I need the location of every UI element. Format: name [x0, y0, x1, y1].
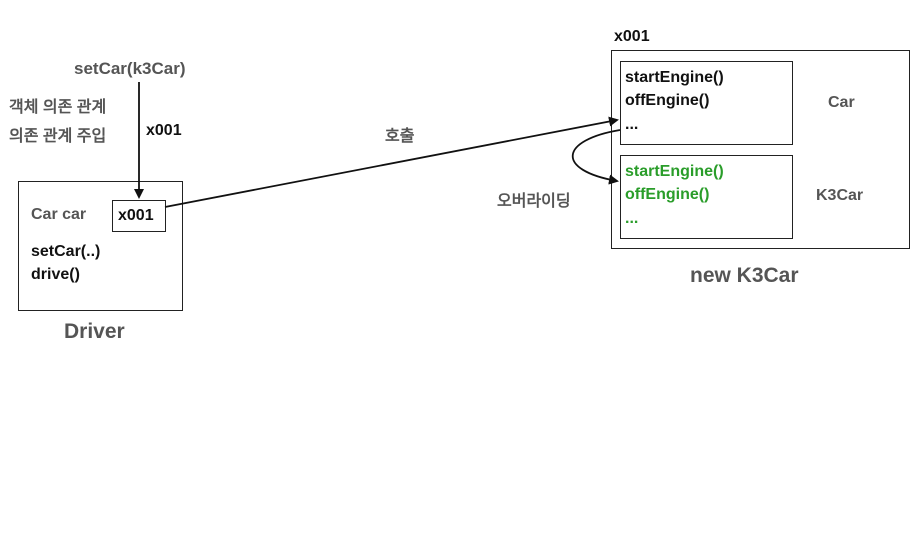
override-arrow — [571, 129, 621, 185]
k3car-method-more: ... — [625, 210, 639, 227]
driver-field-value-box: x001 — [112, 200, 166, 232]
setcar-call-label: setCar(k3Car) — [74, 59, 186, 78]
k3car-method-off: offEngine() — [625, 186, 710, 203]
car-methods-box: startEngine() offEngine() ... — [620, 61, 793, 145]
dependency-note-line2: 의존 관계 주입 — [9, 128, 107, 145]
driver-method-setcar: setCar(..) — [31, 243, 101, 260]
dependency-note-line1: 객체 의존 관계 — [9, 99, 107, 116]
car-method-more: ... — [625, 116, 639, 133]
call-arrow — [164, 116, 619, 208]
car-method-start: startEngine() — [625, 69, 724, 86]
driver-method-drive: drive() — [31, 266, 80, 283]
k3car-class-label: K3Car — [816, 187, 864, 204]
k3car-methods-box: startEngine() offEngine() ... — [620, 155, 793, 239]
driver-box: Car car x001 setCar(..) drive() — [18, 181, 183, 311]
car-method-off: offEngine() — [625, 92, 710, 109]
instance-address: x001 — [614, 28, 650, 45]
override-label: 오버라이딩 — [497, 193, 571, 210]
driver-caption: Driver — [64, 320, 125, 343]
driver-field-label: Car car — [31, 206, 87, 223]
call-label: 호출 — [385, 128, 415, 145]
car-class-label: Car — [828, 94, 855, 111]
k3car-instance-box: startEngine() offEngine() ... Car startE… — [611, 50, 910, 249]
reference-label: x001 — [146, 122, 182, 139]
driver-field-value: x001 — [118, 207, 154, 224]
k3car-method-start: startEngine() — [625, 163, 724, 180]
instance-caption: new K3Car — [690, 264, 799, 287]
